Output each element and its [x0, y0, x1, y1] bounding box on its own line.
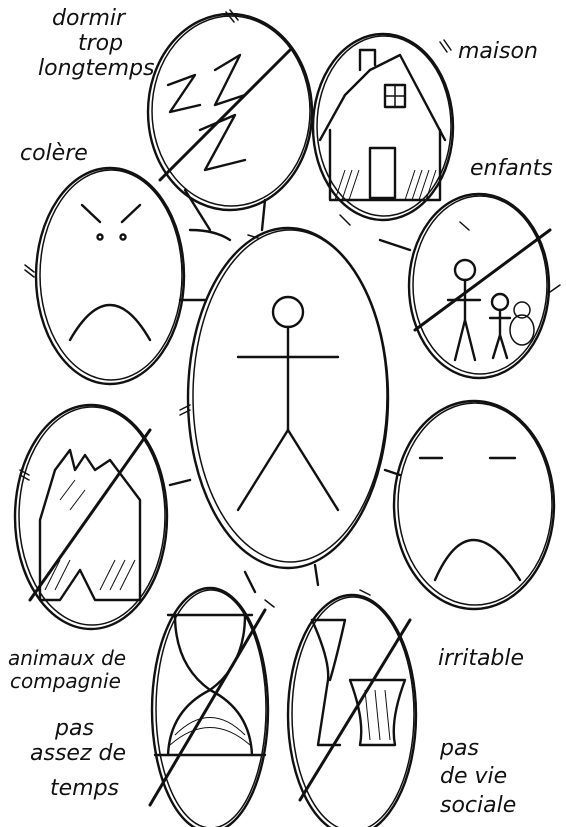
hash-marks	[20, 10, 560, 607]
svg-text:longtemps: longtemps	[38, 56, 155, 81]
time-oval	[150, 588, 268, 827]
svg-text:dormir: dormir	[52, 6, 127, 31]
label-social: pas de vie sociale	[439, 736, 516, 818]
svg-text:compagnie: compagnie	[10, 669, 121, 693]
svg-text:trop: trop	[78, 31, 123, 56]
label-anger: colère	[20, 141, 88, 166]
glasses-icon	[312, 620, 405, 745]
svg-text:temps: temps	[50, 776, 119, 801]
social-oval	[288, 595, 416, 827]
anger-oval	[36, 168, 184, 384]
zzz-icon	[168, 55, 245, 170]
label-sleep: dormir trop longtemps	[38, 6, 155, 81]
svg-text:pas: pas	[54, 716, 94, 741]
label-time: pas assez de temps	[30, 716, 126, 801]
house-icon	[320, 50, 445, 200]
sleep-oval	[148, 14, 312, 210]
svg-text:pas: pas	[439, 736, 479, 761]
svg-text:de vie: de vie	[440, 764, 507, 789]
label-children: enfants	[470, 156, 553, 181]
pets-oval	[15, 405, 167, 629]
label-pets: animaux de compagnie	[8, 646, 126, 693]
connector-lines	[170, 190, 410, 592]
children-oval	[409, 194, 550, 378]
svg-text:animaux de: animaux de	[8, 646, 126, 670]
label-house: maison	[458, 39, 538, 64]
irritable-oval	[394, 401, 554, 609]
svg-text:sociale: sociale	[440, 793, 516, 818]
house-oval	[313, 34, 453, 220]
center-person-oval	[188, 228, 388, 568]
person-icon	[238, 297, 338, 510]
label-irritable: irritable	[438, 646, 524, 671]
svg-text:assez de: assez de	[30, 741, 126, 766]
irritable-face-icon	[420, 458, 520, 580]
angry-face-icon	[70, 205, 150, 340]
dog-icon	[40, 450, 140, 600]
